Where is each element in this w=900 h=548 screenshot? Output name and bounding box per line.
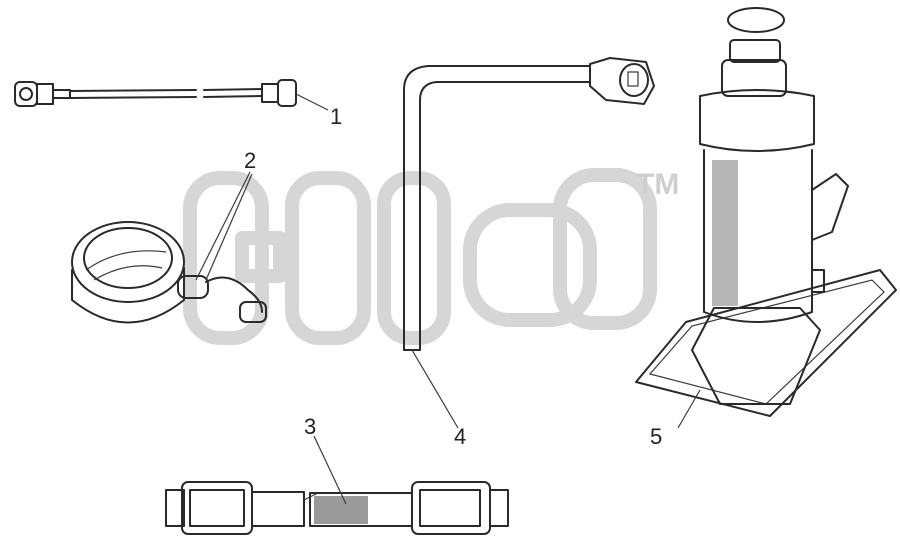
callout-4: 4 [454,424,466,449]
trademark-label: TM [636,168,679,201]
callout-2: 2 [244,148,256,173]
callout-1: 1 [330,104,342,129]
part-2-pressure-gauge [71,171,267,324]
part-1-hose [14,79,329,111]
part-3-box-wrench [165,435,509,535]
callout-5: 5 [650,424,662,449]
part-5-bottle-jack [635,7,897,429]
callout-3: 3 [304,414,316,439]
watermark-logo: TM [183,168,679,345]
part-4-l-wrench [403,57,655,429]
